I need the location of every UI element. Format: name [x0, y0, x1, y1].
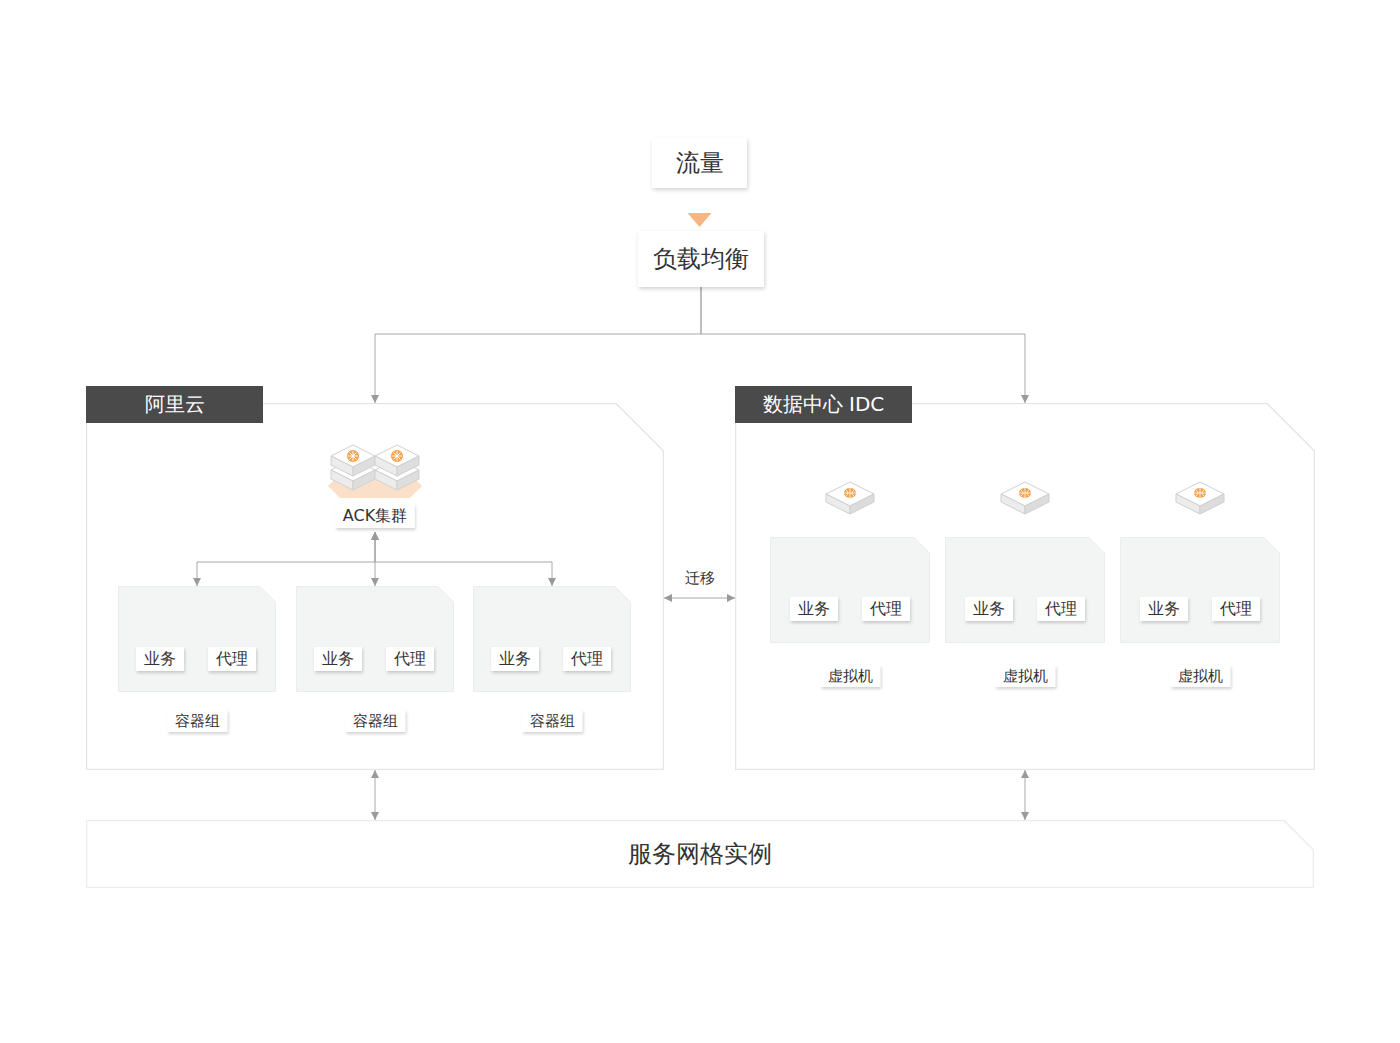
box-label: 负载均衡 [653, 243, 749, 275]
region-panel: 业务代理虚拟机业务代理虚拟机业务代理虚拟机数据中心 IDC [735, 386, 1315, 770]
cluster-icon [318, 440, 432, 506]
group-label: 虚拟机 [995, 665, 1056, 687]
panel-border [87, 404, 664, 770]
service-label: 业务 [790, 597, 838, 621]
connector [664, 598, 735, 599]
connector [375, 532, 552, 586]
service-label: 代理 [386, 647, 434, 671]
cluster-label: ACK集群 [335, 504, 415, 528]
service-label: 业务 [314, 647, 362, 671]
connector [375, 770, 376, 820]
group-label: 容器组 [345, 710, 406, 732]
cluster-wheel [347, 450, 359, 462]
globe-lines [1019, 488, 1031, 498]
region-title: 阿里云 [145, 391, 205, 418]
group-panel-fill [946, 538, 1105, 643]
globe [1194, 488, 1206, 498]
group-panel-fill [297, 587, 454, 692]
server-icon [1172, 478, 1228, 520]
region-title: 数据中心 IDC [763, 391, 885, 418]
virtual-machine: 业务代理虚拟机 [770, 478, 930, 692]
wheel-spokes [348, 451, 358, 461]
globe-lines [1194, 488, 1206, 498]
connector [375, 287, 701, 403]
globe [844, 488, 856, 498]
globe-lines [844, 488, 856, 498]
server-icon [997, 478, 1053, 520]
connector [1025, 770, 1026, 820]
server-icon [822, 478, 878, 520]
edge-label: 迁移 [682, 569, 718, 588]
group-panel [770, 537, 930, 643]
band-label: 服务网格实例 [628, 838, 772, 870]
mesh-band: 服务网格实例 [86, 820, 1314, 888]
group-label: 虚拟机 [820, 665, 881, 687]
service-label: 业务 [491, 647, 539, 671]
cube-stack [331, 445, 419, 490]
group-label: 虚拟机 [1170, 665, 1231, 687]
box-label: 流量 [676, 147, 724, 179]
process-box: 流量 [652, 138, 747, 188]
service-label: 代理 [1037, 597, 1085, 621]
group-panel [473, 586, 631, 692]
group-panel [296, 586, 454, 692]
pod-group: 业务代理容器组 [296, 586, 454, 736]
wheel-spokes [392, 451, 402, 461]
connector-group [197, 190, 1025, 820]
group-panel-fill [119, 587, 276, 692]
flow-arrow [694, 190, 706, 213]
group-panel [118, 586, 276, 692]
connector [197, 532, 375, 586]
pod-group: 业务代理容器组 [118, 586, 276, 736]
service-label: 代理 [1212, 597, 1260, 621]
virtual-machine: 业务代理虚拟机 [945, 478, 1105, 692]
service-label: 代理 [563, 647, 611, 671]
pod-group: 业务代理容器组 [473, 586, 631, 736]
service-label: 代理 [208, 647, 256, 671]
service-label: 业务 [136, 647, 184, 671]
panel-outline [735, 403, 1315, 770]
group-label: 容器组 [167, 710, 228, 732]
cluster-wheel [391, 450, 403, 462]
service-label: 业务 [1140, 597, 1188, 621]
service-label: 代理 [862, 597, 910, 621]
process-box: 负载均衡 [638, 231, 764, 287]
region-panel: ACK集群业务代理容器组业务代理容器组业务代理容器组阿里云 [86, 386, 664, 770]
panel-border [736, 404, 1315, 770]
band-border [87, 821, 1314, 888]
group-panel-fill [771, 538, 930, 643]
group-panel-fill [474, 587, 631, 692]
region-tab: 数据中心 IDC [735, 386, 912, 423]
group-panel [1120, 537, 1280, 643]
group-label: 容器组 [522, 710, 583, 732]
group-panel [945, 537, 1105, 643]
service-label: 业务 [965, 597, 1013, 621]
region-tab: 阿里云 [86, 386, 263, 423]
globe [1019, 488, 1031, 498]
virtual-machine: 业务代理虚拟机 [1120, 478, 1280, 692]
group-panel-fill [1121, 538, 1280, 643]
cluster-node: ACK集群 [318, 440, 432, 532]
